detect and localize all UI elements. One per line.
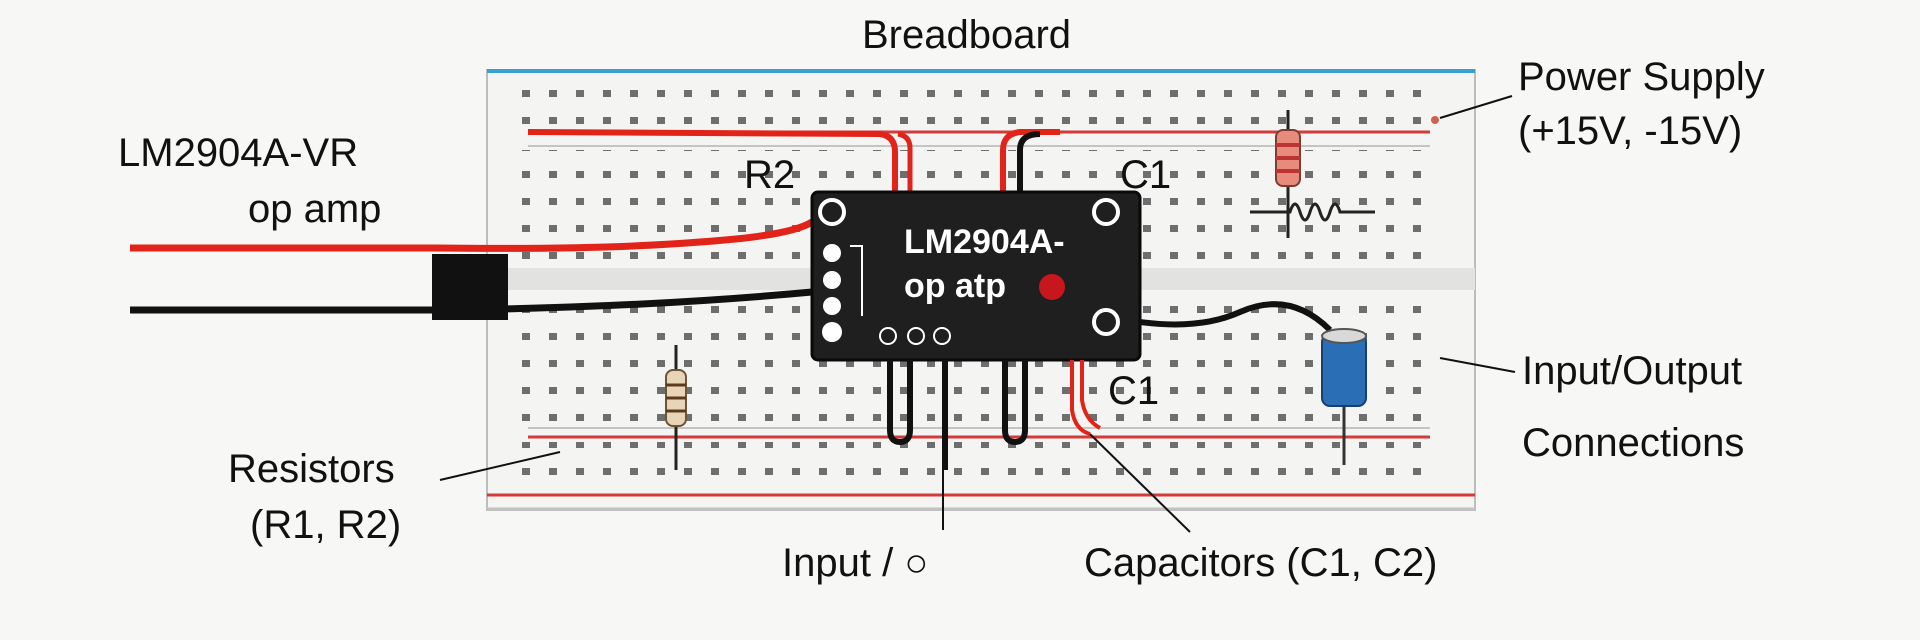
red-wire-c1	[1000, 129, 1060, 196]
red-wire-c1-bottom	[1070, 360, 1091, 436]
black-wire-c1	[1017, 131, 1041, 196]
pin-2	[823, 271, 841, 289]
wire-connector	[432, 254, 508, 320]
power-supply-label-line1: Power Supply	[1518, 55, 1765, 99]
pin-1	[823, 244, 841, 262]
chip-bottom-wires	[887, 360, 1102, 470]
io-label-line2: Connections	[1522, 421, 1745, 465]
op-amp-module[interactable]	[810, 190, 1142, 362]
resistors-label-line1: Resistors	[228, 447, 395, 491]
op-amp-body	[810, 190, 1142, 362]
opamp-label-line2: op amp	[248, 187, 382, 231]
r2-label: R2	[744, 153, 796, 197]
io-leader-line	[1439, 357, 1516, 373]
resistor-r1	[665, 345, 687, 470]
mount-hole-top-right	[1092, 198, 1120, 226]
capacitor-c2	[1321, 328, 1367, 465]
resistors-label-line2: (R1, R2)	[250, 503, 402, 547]
pin-3	[823, 297, 841, 315]
pin-4	[822, 322, 842, 342]
input-wires	[130, 218, 814, 320]
power-supply-label-line2: (+15V, -15V)	[1518, 109, 1743, 153]
output-wire	[1139, 301, 1333, 333]
power-leader-line	[1439, 95, 1513, 119]
status-led	[1039, 274, 1065, 300]
red-input-wire	[130, 218, 814, 252]
bottom-power-rail-holes	[520, 442, 1440, 492]
resistor-r2	[1250, 110, 1375, 238]
input-label: Input / ○	[782, 541, 929, 585]
top-power-rail-holes	[520, 82, 1440, 124]
capacitors-label: Capacitors (C1, C2)	[1084, 541, 1438, 585]
opamp-label-line1: LM2904A-VR	[118, 131, 359, 175]
diagram-title: Breadboard	[862, 13, 1072, 57]
resistors-leader-line	[439, 451, 561, 481]
mount-hole-bottom-right	[1092, 308, 1120, 336]
io-label-line1: Input/Output	[1522, 349, 1743, 393]
chip-label-line1: LM2904A-	[904, 223, 1065, 261]
mount-hole-top-left	[818, 198, 846, 226]
c1-bottom-label: C1	[1108, 369, 1160, 413]
capacitors-leader-line	[1089, 433, 1191, 533]
red-wire-r2	[527, 129, 898, 196]
chip-label-line2: op atp	[904, 267, 1006, 305]
c1-top-label: C1	[1120, 153, 1172, 197]
